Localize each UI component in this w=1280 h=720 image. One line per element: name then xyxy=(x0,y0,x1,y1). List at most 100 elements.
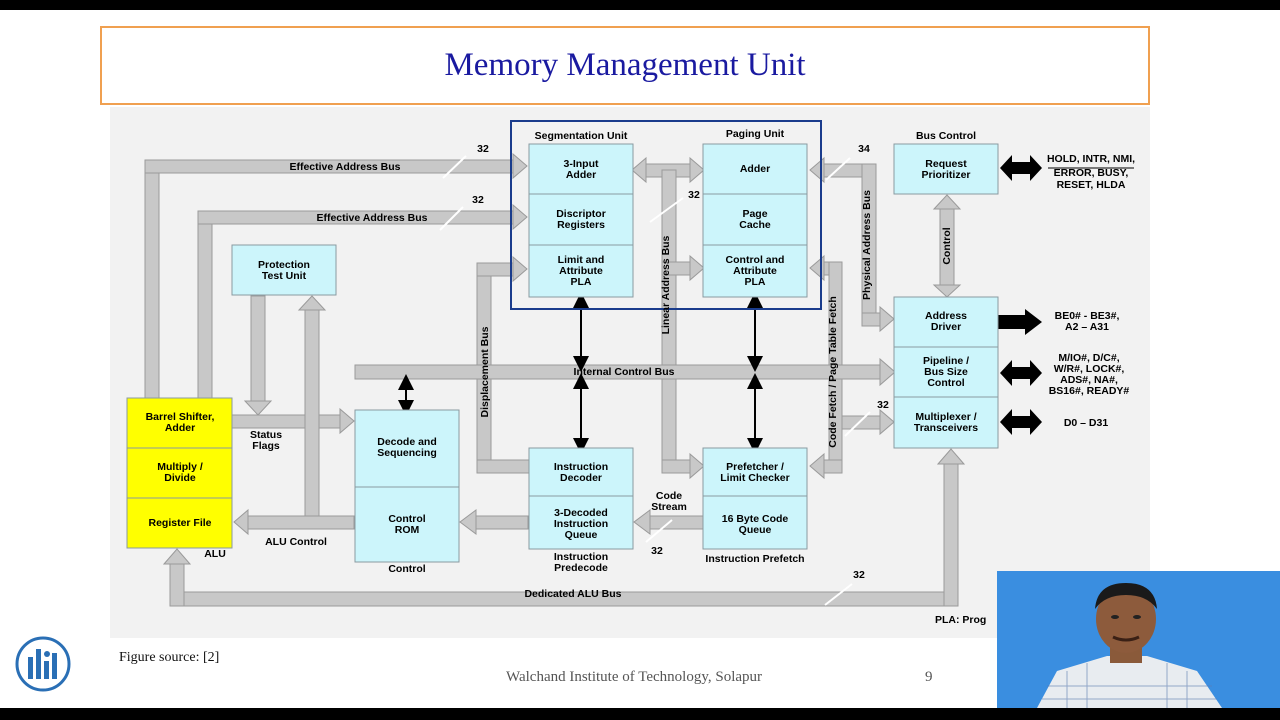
predecode-line-2: Predecode xyxy=(554,562,608,574)
sig1-line-3: RESET, HLDA xyxy=(1057,179,1126,191)
seg-adder-line-1: 3-Input xyxy=(564,158,599,170)
protection-block xyxy=(231,244,337,296)
instr-prefetch-label: Instruction Prefetch xyxy=(705,553,804,565)
multiply-line-2: Divide xyxy=(164,472,196,484)
address-driver-block xyxy=(893,296,999,348)
decode-seq-line-2: Sequencing xyxy=(377,447,437,459)
decoded-queue-line-1: 3-Decoded xyxy=(554,507,608,519)
addr-driver-line-2: Driver xyxy=(931,321,961,333)
mmu-block-diagram: Segmentation Unit Paging Unit Bus Contro… xyxy=(110,107,1150,638)
pipeline-block xyxy=(893,346,999,398)
mux-line-1: Multiplexer / xyxy=(915,411,976,423)
req-prio-line-1: Request xyxy=(925,158,967,170)
pipeline-line-2: Bus Size xyxy=(924,366,968,378)
sig3-line-1: M/IO#, D/C#, xyxy=(1058,352,1119,364)
bus-control-title: Bus Control xyxy=(916,130,976,142)
pipeline-line-1: Pipeline / xyxy=(923,355,969,367)
physical-bus-label: Physical Address Bus xyxy=(861,190,873,300)
predecode-line-1: Instruction xyxy=(554,551,608,563)
sig3-line-2: W/R#, LOCK#, xyxy=(1054,363,1125,375)
req-prio-line-2: Prioritizer xyxy=(921,169,970,181)
signal-arrow-2 xyxy=(998,309,1042,335)
page-number: 9 xyxy=(925,669,933,685)
prefetcher-line-2: Limit Checker xyxy=(720,472,789,484)
seg-adder-line-2: Adder xyxy=(566,169,596,181)
width-32-e: 32 xyxy=(651,545,663,557)
bottom-black-bar xyxy=(0,708,1280,720)
seg-pla-block xyxy=(528,244,634,298)
decoded-queue-line-3: Queue xyxy=(565,529,598,541)
sig3-line-4: BS16#, READY# xyxy=(1049,385,1130,397)
code-stream-line-2: Stream xyxy=(651,501,687,513)
decoded-queue-block xyxy=(528,495,634,550)
institute-logo xyxy=(14,627,72,701)
pla-note: PLA: Prog xyxy=(935,614,986,626)
control-label: Control xyxy=(388,563,425,575)
seg-unit-title: Segmentation Unit xyxy=(535,130,628,142)
pag-adder-line-1: Adder xyxy=(740,163,770,175)
decode-seq-block xyxy=(354,409,460,488)
protection-line-1: Protection xyxy=(258,259,310,271)
mmu-highlight xyxy=(510,120,822,310)
displacement-bus-label: Displacement Bus xyxy=(479,326,491,417)
barrel-line-2: Adder xyxy=(165,422,195,434)
pag-pla-block xyxy=(702,244,808,298)
seg-descriptor-block xyxy=(528,193,634,246)
dedicated-bus-label: Dedicated ALU Bus xyxy=(524,588,621,600)
code-queue-block xyxy=(702,495,808,550)
pag-pla-line-3: PLA xyxy=(745,276,766,288)
pag-cache-line-2: Cache xyxy=(739,219,771,231)
code-queue-line-2: Queue xyxy=(739,524,772,536)
control-rom-line-2: ROM xyxy=(395,524,420,536)
status-flags-line-2: Flags xyxy=(252,440,280,452)
code-queue-line-1: 16 Byte Code xyxy=(722,513,789,525)
decode-seq-line-1: Decode and xyxy=(377,436,437,448)
pipeline-line-3: Control xyxy=(927,377,964,389)
pag-pla-line-2: Attribute xyxy=(733,265,777,277)
figure-source: Figure source: [2] xyxy=(119,650,220,665)
width-32-a: 32 xyxy=(477,143,489,155)
signal-arrow-1 xyxy=(1000,155,1042,181)
presenter-webcam xyxy=(997,571,1280,708)
institute-name: Walchand Institute of Technology, Solapu… xyxy=(506,669,763,685)
instr-decoder-line-2: Decoder xyxy=(560,472,602,484)
signal-arrow-4 xyxy=(1000,409,1042,435)
eff-bus-1-label: Effective Address Bus xyxy=(289,161,400,173)
buses xyxy=(144,152,966,607)
sig2-line-2: A2 – A31 xyxy=(1065,321,1109,333)
control-vertical-label: Control xyxy=(941,227,953,264)
seg-desc-line-2: Registers xyxy=(557,219,605,231)
prefetcher-block xyxy=(702,447,808,497)
regfile-line-1: Register File xyxy=(148,517,211,529)
eff-bus-2-label: Effective Address Bus xyxy=(316,212,427,224)
regfile-block xyxy=(126,497,233,549)
pag-cache-line-1: Page xyxy=(742,208,767,220)
seg-pla-line-1: Limit and xyxy=(558,254,605,266)
mux-line-2: Transceivers xyxy=(914,422,978,434)
alu-label: ALU xyxy=(204,548,226,560)
multiplexer-block xyxy=(893,396,999,449)
slide-title: Memory Management Unit xyxy=(444,47,806,83)
sig4-line-1: D0 – D31 xyxy=(1064,417,1109,429)
multiply-line-1: Multiply / xyxy=(157,461,203,473)
code-stream-line-1: Code xyxy=(656,490,682,502)
slide-title-box: Memory Management Unit xyxy=(100,26,1150,105)
pag-pla-line-1: Control and xyxy=(726,254,785,266)
seg-adder-block xyxy=(528,143,634,195)
sig1-line-1: HOLD, INTR, NMI, xyxy=(1047,153,1135,165)
pag-cache-block xyxy=(702,193,808,246)
linear-bus-label: Linear Address Bus xyxy=(660,235,672,334)
signal-arrow-3 xyxy=(1000,360,1042,386)
sig1-line-2: ERROR, BUSY, xyxy=(1054,167,1129,179)
control-rom-block xyxy=(354,486,460,563)
barrel-line-1: Barrel Shifter, xyxy=(146,411,215,423)
width-32-b: 32 xyxy=(472,194,484,206)
instr-decoder-block xyxy=(528,447,634,497)
sig2-line-1: BE0# - BE3#, xyxy=(1055,310,1120,322)
internal-bus-label: Internal Control Bus xyxy=(574,366,675,378)
decoded-queue-line-2: Instruction xyxy=(554,518,608,530)
barrel-block xyxy=(126,397,233,449)
top-black-bar xyxy=(0,0,1280,10)
pag-adder-block xyxy=(702,143,808,195)
addr-driver-line-1: Address xyxy=(925,310,967,322)
